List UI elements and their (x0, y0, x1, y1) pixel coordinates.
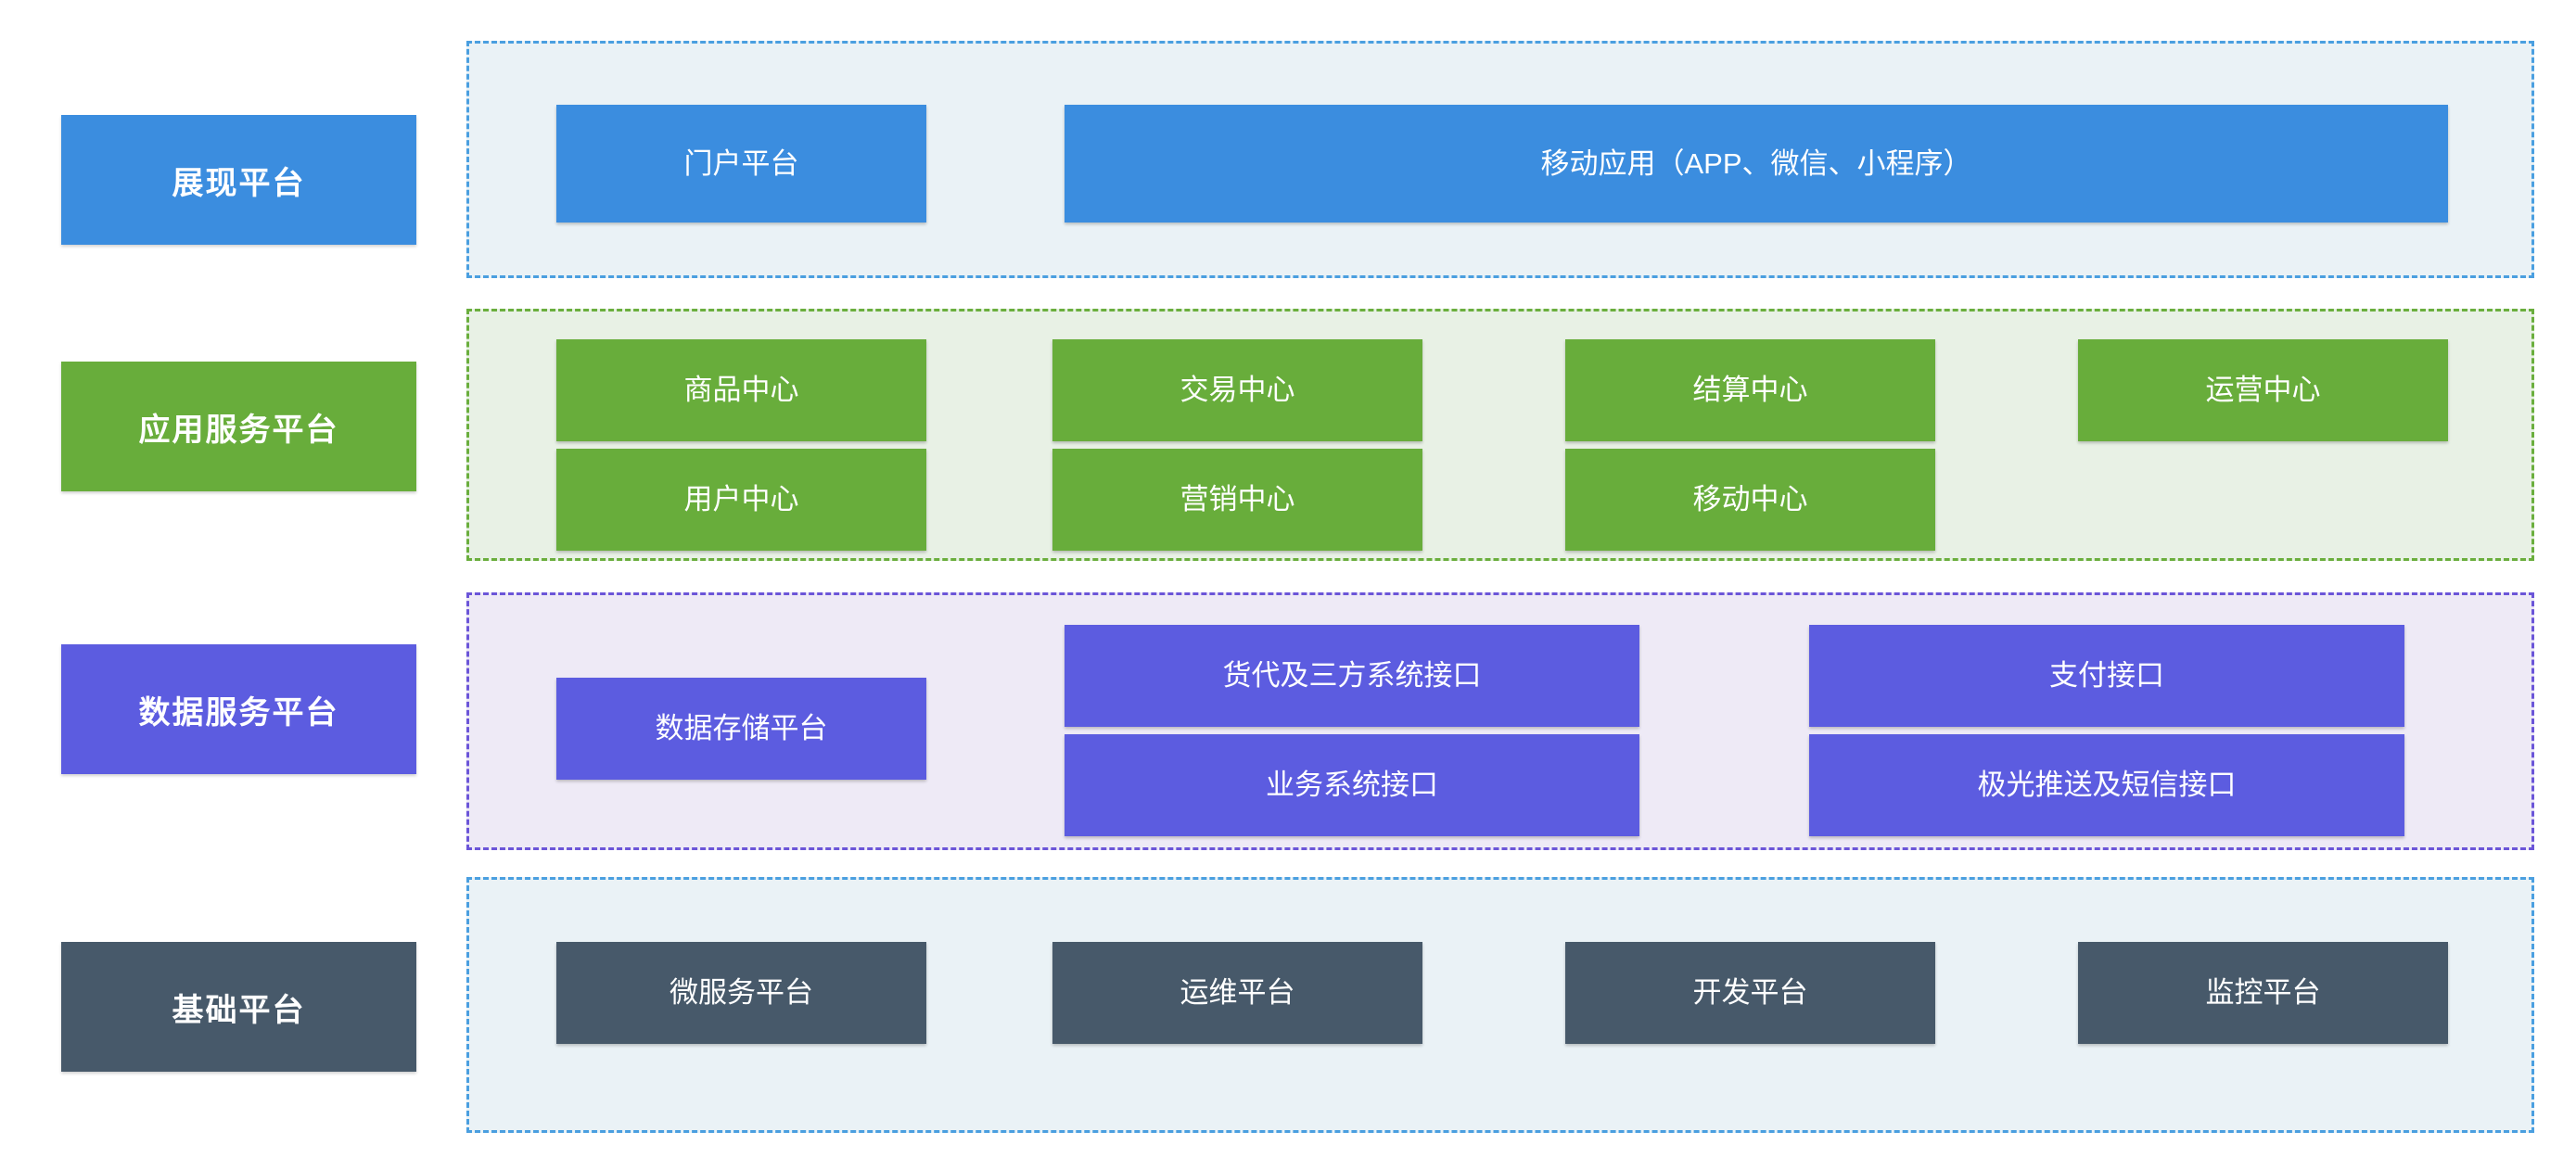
layer-label-foundation[interactable]: 基础平台 (61, 942, 416, 1072)
node-mobile-center[interactable]: 移动中心 (1565, 449, 1935, 551)
layer-panel-presentation: 门户平台 移动应用（APP、微信、小程序） (466, 41, 2534, 278)
node-operation-center[interactable]: 运营中心 (2078, 339, 2448, 441)
layer-row-presentation: 展现平台 门户平台 移动应用（APP、微信、小程序） (0, 0, 2576, 306)
node-monitoring-platform[interactable]: 监控平台 (2078, 942, 2448, 1044)
node-trade-center[interactable]: 交易中心 (1052, 339, 1422, 441)
node-payment-api[interactable]: 支付接口 (1809, 625, 2404, 727)
node-jpush-sms-api[interactable]: 极光推送及短信接口 (1809, 734, 2404, 836)
layer-label-data[interactable]: 数据服务平台 (61, 644, 416, 774)
node-development-platform[interactable]: 开发平台 (1565, 942, 1935, 1044)
layer-label-application[interactable]: 应用服务平台 (61, 362, 416, 491)
layer-panel-data: 数据存储平台 货代及三方系统接口 支付接口 业务系统接口 极光推送及短信接口 (466, 592, 2534, 850)
layer-label-presentation[interactable]: 展现平台 (61, 115, 416, 245)
node-freight-thirdparty-api[interactable]: 货代及三方系统接口 (1065, 625, 1639, 727)
layer-row-data: 数据服务平台 数据存储平台 货代及三方系统接口 支付接口 业务系统接口 极光推送… (0, 584, 2576, 859)
node-user-center[interactable]: 用户中心 (556, 449, 926, 551)
node-portal-platform[interactable]: 门户平台 (556, 105, 926, 222)
node-data-storage-platform[interactable]: 数据存储平台 (556, 678, 926, 780)
layer-row-foundation: 基础平台 微服务平台 运维平台 开发平台 监控平台 (0, 867, 2576, 1157)
node-mobile-apps[interactable]: 移动应用（APP、微信、小程序） (1065, 105, 2448, 222)
node-product-center[interactable]: 商品中心 (556, 339, 926, 441)
layer-panel-foundation: 微服务平台 运维平台 开发平台 监控平台 (466, 877, 2534, 1133)
node-microservice-platform[interactable]: 微服务平台 (556, 942, 926, 1044)
layer-panel-application: 商品中心 交易中心 结算中心 运营中心 用户中心 营销中心 移动中心 (466, 309, 2534, 561)
node-devops-platform[interactable]: 运维平台 (1052, 942, 1422, 1044)
node-settlement-center[interactable]: 结算中心 (1565, 339, 1935, 441)
layer-row-application: 应用服务平台 商品中心 交易中心 结算中心 运营中心 用户中心 营销中心 移动中… (0, 306, 2576, 578)
node-marketing-center[interactable]: 营销中心 (1052, 449, 1422, 551)
node-business-system-api[interactable]: 业务系统接口 (1065, 734, 1639, 836)
